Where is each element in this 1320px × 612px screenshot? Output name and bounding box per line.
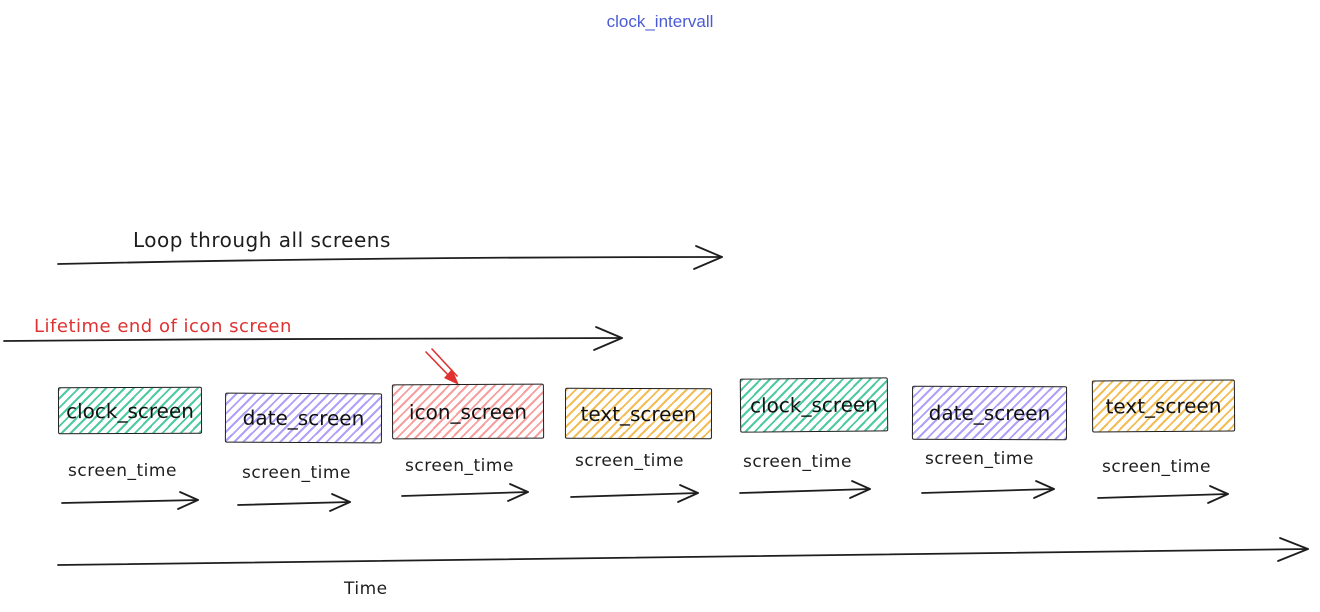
screen-time-arrow-4	[570, 484, 699, 503]
screen-time-arrow-3	[401, 483, 529, 502]
screen-box-icon: icon_screen	[391, 383, 545, 440]
screen-box-date-2: date_screen	[911, 385, 1068, 441]
screen-box-clock-1: clock_screen	[57, 386, 203, 435]
screen-time-arrow-1	[61, 491, 199, 510]
screen-box-date-1: date_screen	[224, 392, 383, 444]
screen-box-text-1: text_screen	[564, 387, 713, 440]
icon-screen-pointer-arrow	[425, 348, 459, 385]
screen-time-label-3: screen_time	[405, 456, 514, 476]
loop-arrow-label: Loop through all screens	[133, 228, 391, 252]
time-axis-arrow	[57, 537, 1309, 566]
screen-box-label: text_screen	[1105, 393, 1222, 419]
screen-time-label-4: screen_time	[575, 451, 684, 471]
screen-box-label: date_screen	[242, 405, 365, 431]
screen-box-label: clock_screen	[66, 398, 194, 423]
screen-time-label-1: screen_time	[68, 461, 177, 481]
screen-box-label: icon_screen	[408, 399, 528, 424]
screen-time-arrow-6	[921, 480, 1055, 499]
screen-box-label: clock_screen	[749, 392, 879, 418]
screen-box-label: date_screen	[928, 400, 1051, 426]
lifetime-arrow-label: Lifetime end of icon screen	[34, 316, 292, 337]
screen-time-arrow-7	[1097, 485, 1229, 504]
screen-box-label: text_screen	[580, 401, 697, 426]
screen-time-label-7: screen_time	[1102, 457, 1211, 477]
screen-time-arrow-5	[739, 480, 871, 499]
page-title: clock_intervall	[606, 12, 714, 31]
screen-box-clock-2: clock_screen	[739, 377, 889, 433]
screen-time-label-2: screen_time	[242, 463, 351, 483]
screen-time-label-6: screen_time	[925, 449, 1034, 469]
screen-time-arrow-2	[237, 493, 351, 512]
time-axis-label: Time	[344, 579, 388, 599]
screen-box-text-2: text_screen	[1091, 379, 1236, 433]
screen-time-label-5: screen_time	[743, 452, 852, 472]
